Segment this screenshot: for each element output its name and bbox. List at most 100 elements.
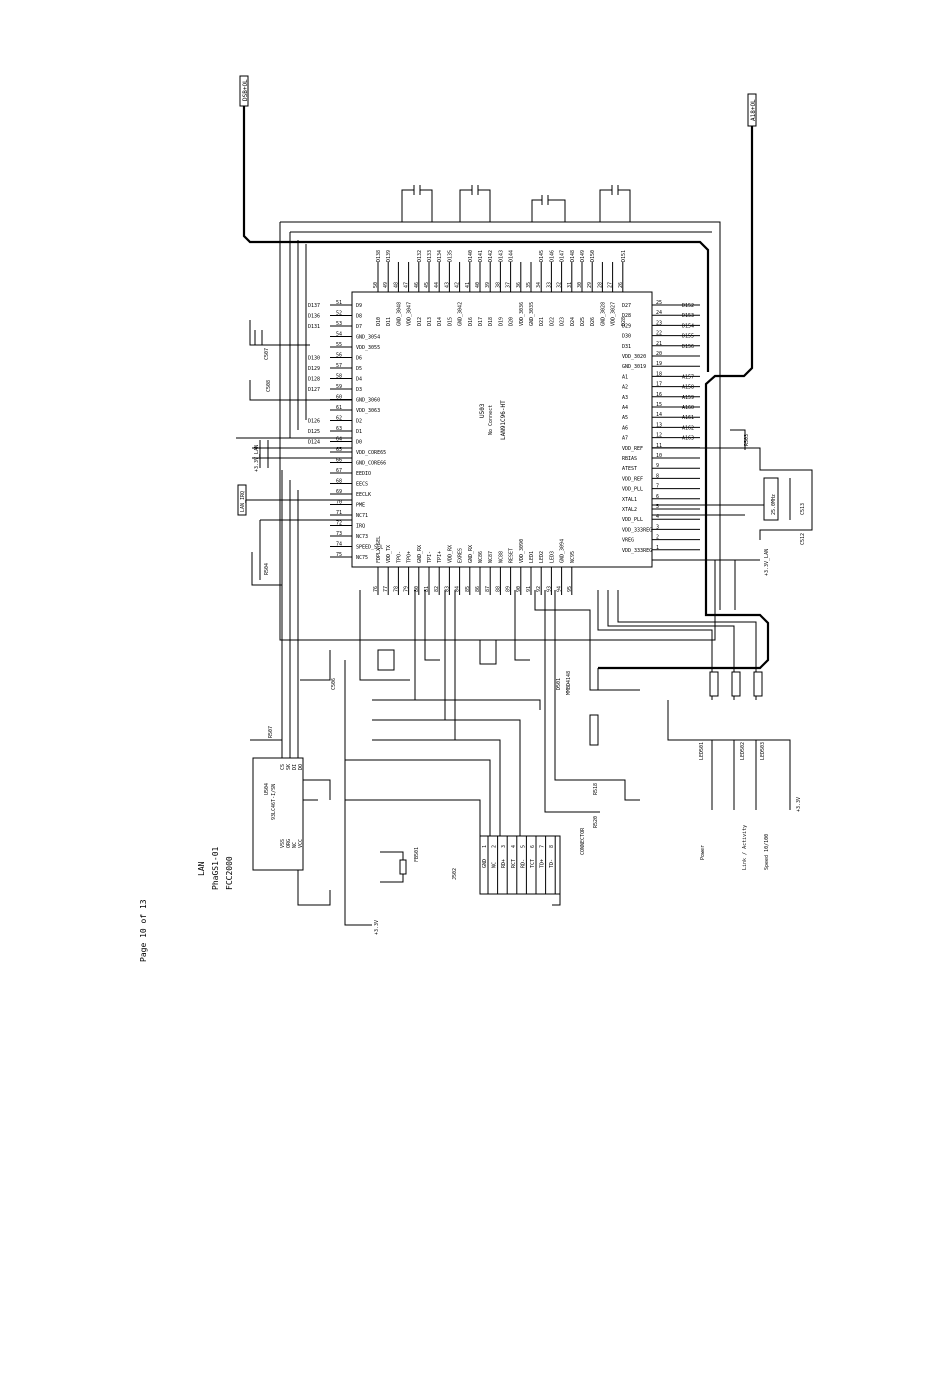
connector-pin-number: 5 [520,845,526,848]
crystal-freq: 25.0MHz [771,494,777,515]
net-label: D128 [308,377,320,383]
bus-inner-top [280,221,721,610]
pin-number: 53 [336,321,342,327]
pin-name: VDD_TX [386,545,392,563]
net-label: D154 [682,323,694,329]
pin-number: 77 [383,586,389,592]
pin-name: D1 [356,429,362,435]
net-label: D136 [308,314,320,320]
pin-number: 46 [414,282,420,288]
bus-wiring [236,105,770,670]
pin-name: D22 [549,317,555,326]
pin-name: D4 [356,377,362,383]
pin-number: 38 [495,282,501,288]
pin-number: 54 [336,332,342,338]
pin-name: A6 [622,425,628,431]
pin-number: 16 [656,392,662,398]
pin-number: 69 [336,489,342,495]
ic-part-label: LAN91C96-HT [500,400,507,440]
connector-pin-name: RCT [511,859,517,868]
pin-name: D26 [590,317,596,326]
ferrite-body [399,859,407,875]
cap-left-2: C508 [266,380,272,392]
pin-name: NC71 [356,513,368,519]
pin-number: 70 [336,500,342,506]
pin-name: D6 [356,356,362,362]
pin-number: 19 [656,361,662,367]
cap-c510 [479,639,497,665]
connector-pin-name: RD+ [501,859,507,868]
pin-name: VDD_3027 [611,302,617,326]
pin-name: D31 [622,344,631,350]
pin-number: 58 [336,374,342,380]
pin-name: D3 [356,387,362,393]
pin-name: IRQ [356,524,365,530]
net-label: D131 [308,324,320,330]
net-label: D138 [376,250,382,262]
pin-number: 41 [465,282,471,288]
cap-c505 [401,185,433,222]
pin-name: D12 [417,317,423,326]
net-label: D141 [478,250,484,262]
pin-number: 84 [455,586,461,592]
pin-number: 66 [336,458,342,464]
pin-name: ATEST [622,466,637,472]
pin-name: TPO+ [407,551,413,563]
net-label: D127 [308,387,320,393]
connector-pin-name: TD+ [540,859,546,868]
pin-name: VDD_CORE65 [356,450,386,456]
port-left-label: DSB+OL [242,79,249,101]
connector-pin-name: GND [482,859,488,868]
net-label: D132 [417,250,423,262]
pin-number: 64 [336,437,342,443]
pin-name: VDD_RX [447,545,453,563]
ferrite-fb501: FB501 [380,847,420,883]
pin-name: D29 [622,323,631,329]
eeprom-body [252,757,304,871]
bottom-analog-section: R518 R520 [345,590,640,840]
net-label: D156 [682,344,694,350]
diode-part: MMBD4148 [566,671,572,695]
footer-line-2: PhaGS1-01 [211,846,220,890]
pin-name: GND_3054 [356,335,380,341]
pin-number: 44 [434,282,440,288]
pin-name: D27 [622,303,631,309]
port-right-label: A18+OL [750,99,757,121]
net-label: D125 [308,429,320,435]
pin-name: A4 [622,405,628,411]
connector-pin-name: TCT [530,859,536,868]
pin-number: 24 [656,310,662,316]
pin-number: 21 [656,341,662,347]
pin-number: 1 [656,545,659,551]
pin-name: NC73 [356,534,368,540]
led-note-power: Power [700,845,706,860]
pin-name: D19 [498,317,504,326]
pin-number: 47 [404,282,410,288]
pin-name: RBIAS [622,456,637,462]
pin-number: 32 [557,282,563,288]
connector-pin-number: 1 [482,845,488,848]
pin-number: 13 [656,422,662,428]
led-link-box [709,671,719,697]
res-r520: R520 [593,816,599,828]
net-label: D134 [437,250,443,262]
net-label: D140 [468,250,474,262]
pin-name: VDD_3090 [519,539,525,563]
pin-number: 42 [455,282,461,288]
pin-name: XTAL2 [622,507,637,513]
net-label: D133 [427,250,433,262]
irq-signal: LAN_IRQ R504 [237,484,352,586]
pin-name: NC87 [488,551,494,563]
pin-number: 27 [608,282,614,288]
pin-name: NC75 [356,555,368,561]
pin-number: 11 [656,443,662,449]
pin-name: VDD_3047 [407,302,413,326]
pin-name: VDD_PLL [622,517,643,523]
net-label: D139 [386,250,392,262]
pin-name: VDD_3055 [356,345,380,351]
port-right-box [747,93,757,127]
pin-name: D10 [376,317,382,326]
pin-number: 79 [404,586,410,592]
pin-number: 94 [557,586,563,592]
